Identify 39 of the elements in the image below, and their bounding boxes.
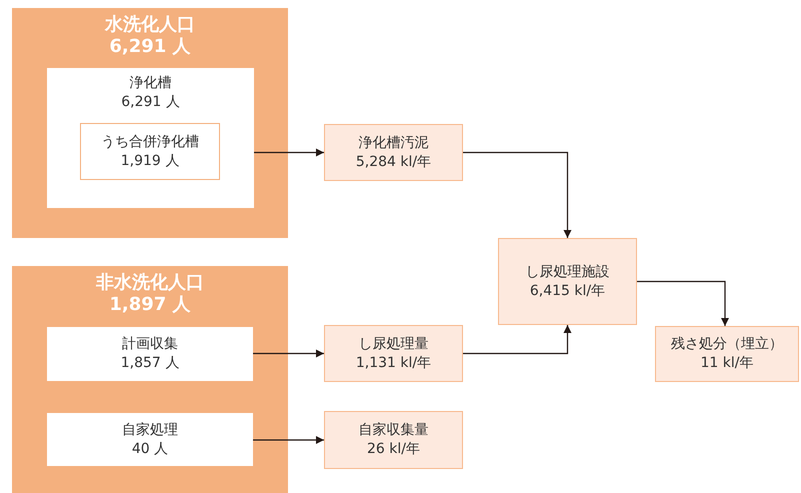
node-label: 浄化槽: [130, 74, 172, 93]
node-value: 6,291 人: [121, 92, 180, 112]
category-box: [47, 413, 253, 466]
category-box: [47, 68, 254, 208]
node-value: 11 kl/年: [700, 354, 754, 373]
node-label: うち合併浄化槽: [101, 132, 199, 152]
node-label: 自家処理: [122, 420, 178, 440]
arrow: [254, 148, 324, 156]
population-panel: [12, 266, 288, 493]
node-value: 6,415 kl/年: [530, 282, 606, 300]
process-box: [498, 238, 637, 325]
subcategory-box: [80, 123, 220, 180]
arrow: [253, 350, 324, 358]
process-box: [324, 411, 463, 469]
node-value: 40 人: [132, 440, 168, 458]
node-label: し尿処理施設: [526, 262, 610, 282]
category-box: [47, 327, 253, 381]
process-box: [324, 124, 463, 181]
panel-heading: 水洗化人口: [105, 14, 195, 36]
panel-heading: 非水洗化人口: [96, 272, 204, 294]
node-label: 残さ処分（埋立）: [671, 335, 783, 354]
node-label: 浄化槽汚泥: [358, 134, 428, 152]
node-label: し尿処理量: [358, 334, 428, 354]
population-panel: [12, 8, 288, 238]
node-value: 1,857 人: [120, 354, 180, 373]
population-count: 6,291 人: [109, 36, 191, 58]
arrow: [637, 280, 729, 326]
arrow: [463, 152, 572, 238]
arrow: [463, 325, 572, 354]
node-label: 自家収集量: [358, 421, 428, 440]
node-value: 1,131 kl/年: [356, 354, 432, 372]
arrow: [253, 436, 324, 444]
node-value: 26 kl/年: [367, 440, 420, 459]
process-box: [324, 325, 463, 382]
node-value: 1,919 人: [120, 152, 180, 170]
process-box: [655, 326, 799, 382]
population-count: 1,897 人: [109, 294, 191, 316]
node-value: 5,284 kl/年: [356, 152, 432, 172]
node-label: 計画収集: [122, 335, 178, 354]
